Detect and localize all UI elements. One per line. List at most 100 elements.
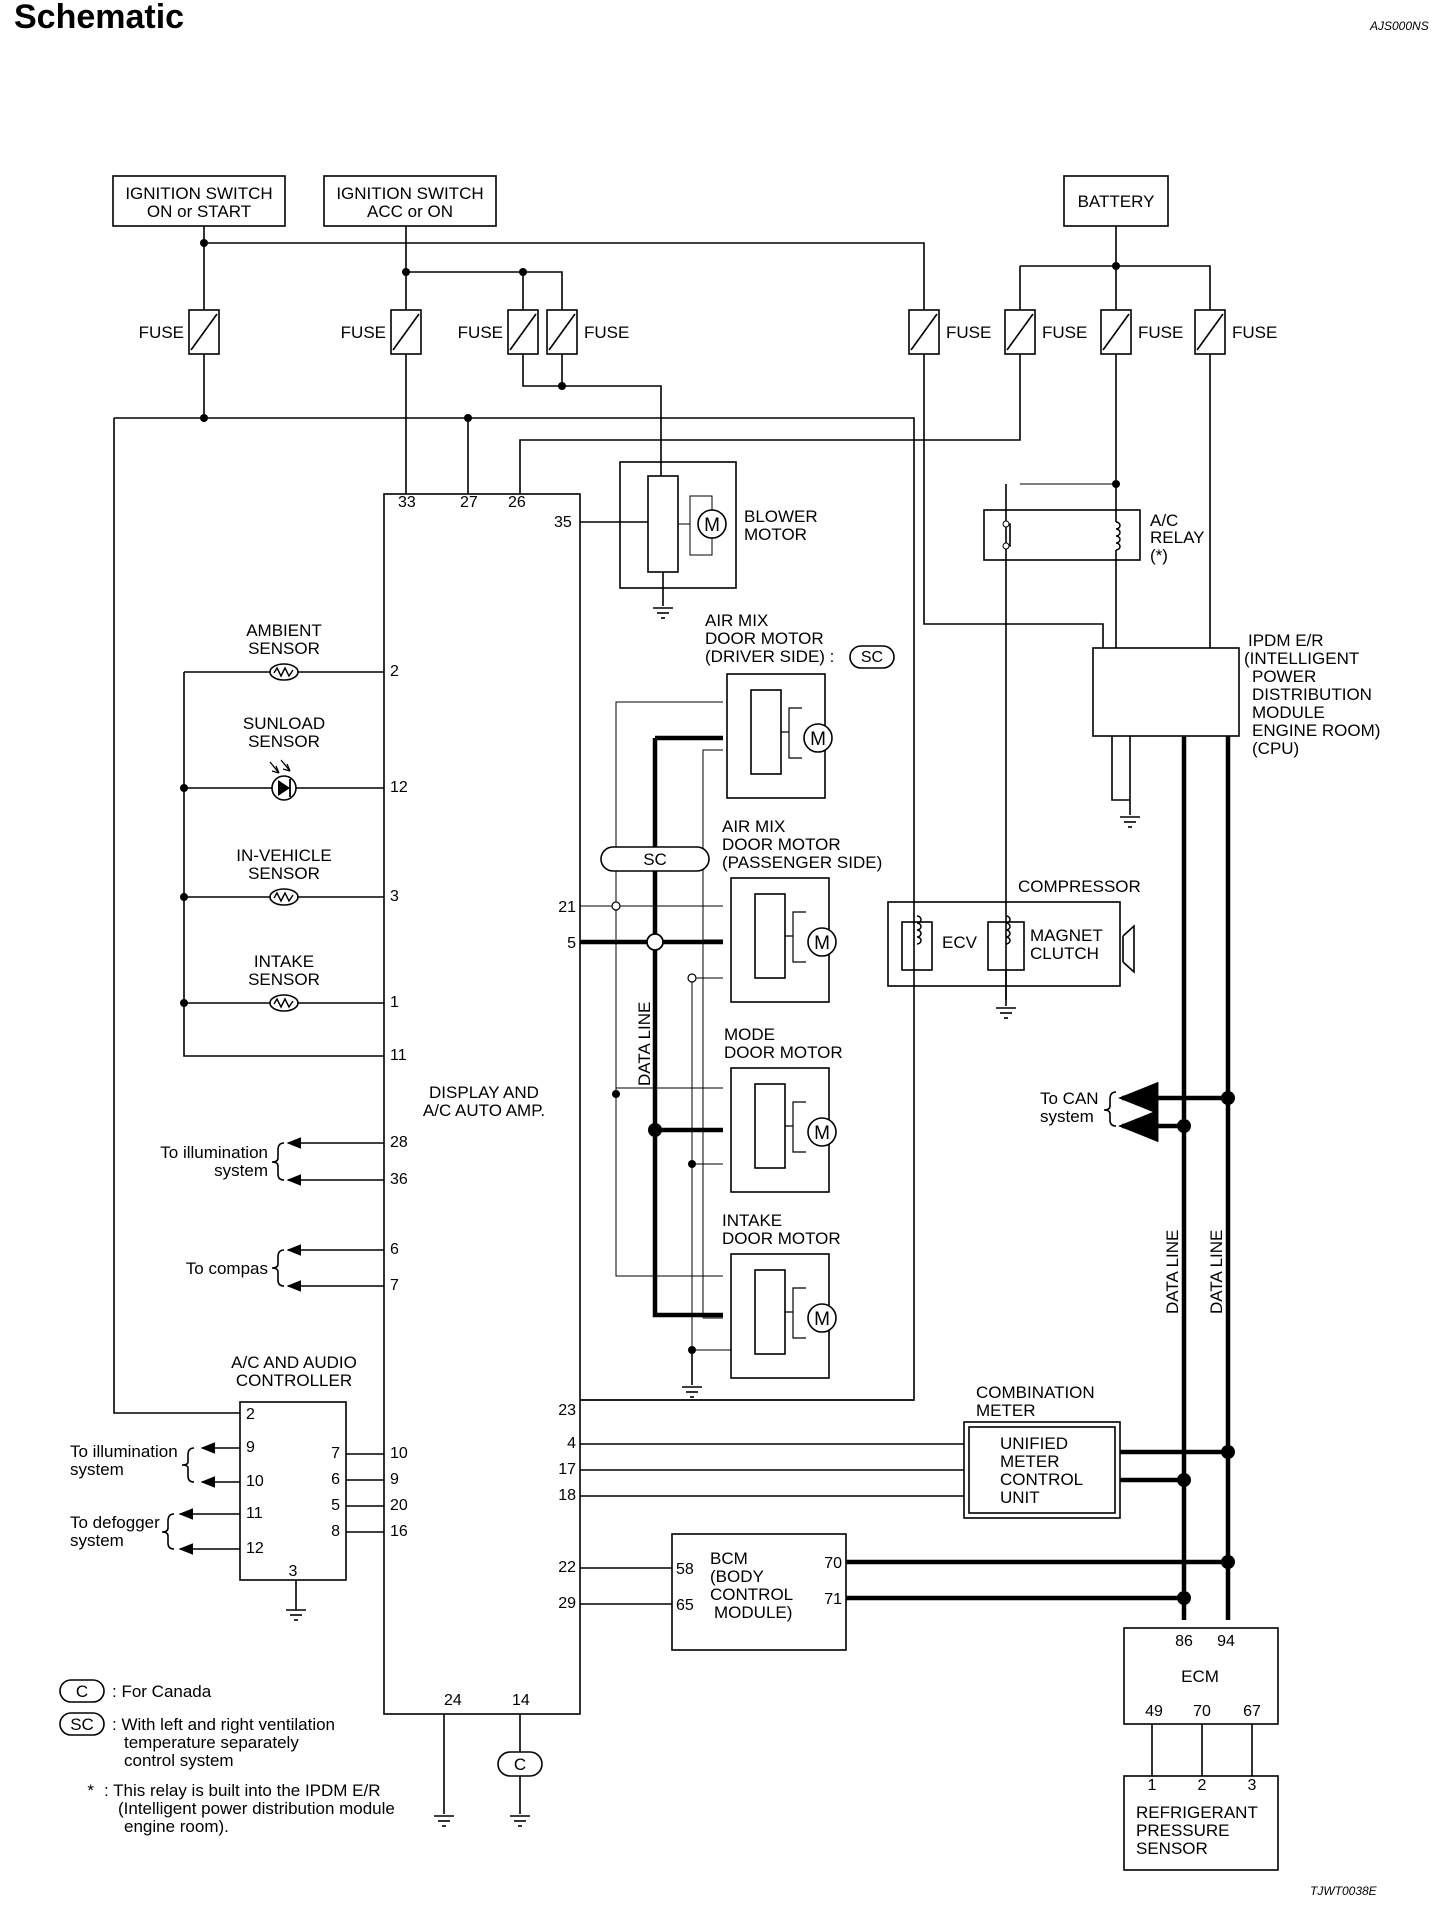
svg-text:5: 5 (567, 935, 576, 952)
svg-text:CONTROL: CONTROL (710, 1585, 793, 1604)
data-line-label-amp: DATA LINE (635, 1002, 654, 1086)
svg-text:DOOR MOTOR: DOOR MOTOR (724, 1043, 843, 1062)
fuse-ign-acc-3: FUSE (546, 309, 629, 355)
ambient-sensor: AMBIENT SENSOR (246, 621, 322, 681)
svg-text:86: 86 (1175, 1633, 1193, 1650)
battery-box: BATTERY (1063, 175, 1169, 227)
fuse-ign-acc-2: FUSE (458, 309, 539, 355)
svg-text:system: system (70, 1460, 124, 1479)
svg-text:FUSE: FUSE (946, 323, 991, 342)
svg-text:IN-VEHICLE: IN-VEHICLE (236, 846, 331, 865)
svg-text:65: 65 (676, 1597, 694, 1614)
svg-text:20: 20 (390, 1497, 408, 1514)
svg-text:RELAY: RELAY (1150, 528, 1205, 547)
svg-text:system: system (1040, 1107, 1094, 1126)
svg-text:system: system (70, 1531, 124, 1550)
svg-text:CLUTCH: CLUTCH (1030, 944, 1099, 963)
svg-text:AIR MIX: AIR MIX (705, 611, 768, 630)
door-motor-wiring (580, 701, 914, 1401)
svg-text:(*): (*) (1150, 546, 1168, 565)
svg-text:67: 67 (1243, 1703, 1261, 1720)
to-compas: To compas (186, 1244, 384, 1292)
svg-text:11: 11 (246, 1505, 263, 1522)
svg-text:BATTERY: BATTERY (1078, 192, 1155, 211)
svg-text:MAGNET: MAGNET (1030, 926, 1103, 945)
fuse-ign-on-start: FUSE (139, 309, 220, 355)
svg-text:REFRIGERANT: REFRIGERANT (1136, 1803, 1258, 1822)
svg-text:18: 18 (558, 1487, 576, 1504)
svg-text:M: M (814, 933, 830, 954)
ecm: 86 94 ECM 49 70 67 (1123, 1627, 1279, 1776)
svg-text:49: 49 (1145, 1703, 1163, 1720)
svg-text:10: 10 (390, 1445, 408, 1462)
svg-text:23: 23 (558, 1402, 576, 1419)
svg-text:70: 70 (824, 1555, 842, 1572)
svg-text:ON or START: ON or START (147, 202, 251, 221)
air-mix-motor-passenger: M AIR MIX DOOR MOTOR (PASSENGER SIDE) (722, 817, 882, 1003)
svg-text:DATA LINE: DATA LINE (1163, 1230, 1182, 1314)
ignition-on-start-box: IGNITION SWITCH ON or START (112, 175, 286, 227)
svg-text:ECM: ECM (1181, 1667, 1219, 1686)
svg-text:temperature separately: temperature separately (124, 1733, 299, 1752)
svg-text:IPDM E/R: IPDM E/R (1248, 631, 1324, 650)
svg-text:12: 12 (246, 1540, 264, 1557)
svg-text:7: 7 (390, 1277, 399, 1294)
to-defogger: To defogger system (70, 1508, 240, 1555)
svg-text:COMBINATION: COMBINATION (976, 1383, 1095, 1402)
svg-text:71: 71 (824, 1591, 842, 1608)
svg-text:3: 3 (289, 1563, 298, 1580)
svg-text:FUSE: FUSE (584, 323, 629, 342)
svg-text:(Intelligent power distributio: (Intelligent power distribution module (118, 1799, 395, 1818)
svg-text:9: 9 (390, 1471, 399, 1488)
svg-text:To compas: To compas (186, 1259, 268, 1278)
svg-text:FUSE: FUSE (139, 323, 184, 342)
svg-text:2: 2 (390, 663, 399, 680)
svg-text:(BODY: (BODY (710, 1567, 764, 1586)
fuse-battery-2: FUSE (1100, 309, 1183, 355)
svg-text:INTAKE: INTAKE (254, 952, 314, 971)
svg-text:MODE: MODE (724, 1025, 775, 1044)
svg-text:27: 27 (460, 494, 478, 511)
svg-text:CONTROLLER: CONTROLLER (236, 1371, 352, 1390)
svg-text:5: 5 (331, 1497, 340, 1514)
svg-text:UNIFIED: UNIFIED (1000, 1434, 1068, 1453)
svg-text:ACC or ON: ACC or ON (367, 202, 453, 221)
svg-text:FUSE: FUSE (341, 323, 386, 342)
svg-text:6: 6 (331, 1471, 340, 1488)
svg-text:SC: SC (643, 850, 667, 869)
svg-text:PRESSURE: PRESSURE (1136, 1821, 1230, 1840)
svg-text:14: 14 (512, 1692, 530, 1709)
svg-text:SENSOR: SENSOR (248, 970, 320, 989)
ac-audio-controller: A/C AND AUDIO CONTROLLER 2 9 10 11 12 7 … (231, 1353, 384, 1621)
fuse-ign-to-ipdm: FUSE (908, 309, 991, 355)
svg-text:SENSOR: SENSOR (248, 639, 320, 658)
svg-text:BLOWER: BLOWER (744, 507, 818, 526)
svg-text:COMPRESSOR: COMPRESSOR (1018, 877, 1141, 896)
svg-text:POWER: POWER (1252, 667, 1316, 686)
svg-text:To CAN: To CAN (1040, 1089, 1099, 1108)
svg-text:4: 4 (567, 1435, 576, 1452)
svg-text:22: 22 (558, 1559, 576, 1576)
svg-text:7: 7 (331, 1445, 340, 1462)
to-illumination-controller: To illumination system (70, 1442, 240, 1488)
svg-text:2: 2 (1198, 1777, 1207, 1794)
svg-text:BCM: BCM (710, 1549, 748, 1568)
svg-text:(DRIVER SIDE) :: (DRIVER SIDE) : (705, 647, 834, 666)
svg-text:: With left and right ventilat: : With left and right ventilation (112, 1715, 335, 1734)
svg-text:AMBIENT: AMBIENT (246, 621, 322, 640)
svg-text:10: 10 (246, 1473, 264, 1490)
svg-text:IGNITION SWITCH: IGNITION SWITCH (336, 184, 483, 203)
svg-text:SENSOR: SENSOR (1136, 1839, 1208, 1858)
svg-text:29: 29 (558, 1595, 576, 1612)
svg-text:58: 58 (676, 1561, 694, 1578)
svg-text:FUSE: FUSE (1232, 323, 1277, 342)
bcm: 58 65 70 71 BCM (BODY CONTROL MODULE) (580, 1533, 1235, 1651)
svg-text:3: 3 (1248, 1777, 1257, 1794)
svg-text:: For Canada: : For Canada (112, 1682, 212, 1701)
svg-text:M: M (810, 729, 826, 750)
display-ac-auto-amp: DISPLAY AND A/C AUTO AMP. 33 27 26 35 2 … (383, 493, 581, 1715)
combination-meter: COMBINATION METER UNIFIED METER CONTROL … (580, 1383, 1235, 1519)
svg-text:26: 26 (508, 494, 526, 511)
svg-text:DATA LINE: DATA LINE (1207, 1230, 1226, 1314)
figure-code: TJWT0038E (1310, 1884, 1378, 1898)
